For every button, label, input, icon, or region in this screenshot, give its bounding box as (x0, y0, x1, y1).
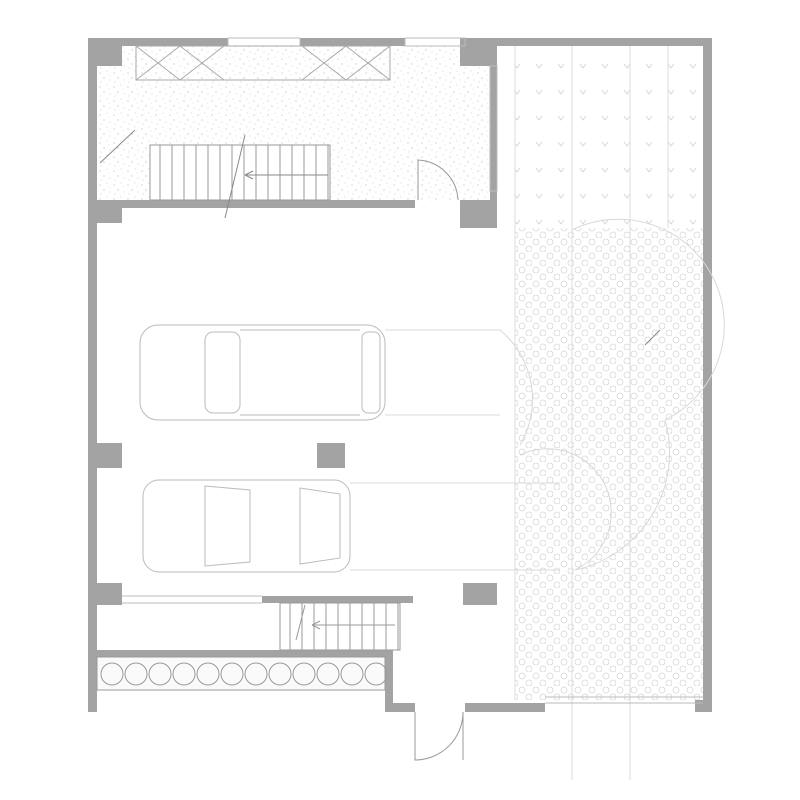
yard-lines (514, 46, 669, 780)
walls (88, 38, 712, 712)
shrub (220, 662, 244, 686)
car-sedan (142, 479, 351, 573)
entry-door (414, 711, 464, 761)
shrub (340, 662, 364, 686)
shrub (124, 662, 148, 686)
planter-row (96, 656, 386, 691)
shrubs (100, 662, 388, 686)
shrub (316, 662, 340, 686)
cabinets (135, 45, 391, 81)
lower-stair (279, 602, 401, 651)
shrub (364, 662, 388, 686)
yard-grass (515, 46, 703, 228)
shrub (244, 662, 268, 686)
car-suv (139, 324, 386, 421)
shrub (292, 662, 316, 686)
driveway-lines (350, 218, 725, 571)
yard-pebbles (515, 228, 703, 700)
shrub (148, 662, 172, 686)
shrub (172, 662, 196, 686)
shrub (196, 662, 220, 686)
upper-door (417, 159, 459, 201)
shrub (268, 662, 292, 686)
shrub (100, 662, 124, 686)
upper-stair (99, 129, 331, 219)
windows (122, 37, 703, 704)
